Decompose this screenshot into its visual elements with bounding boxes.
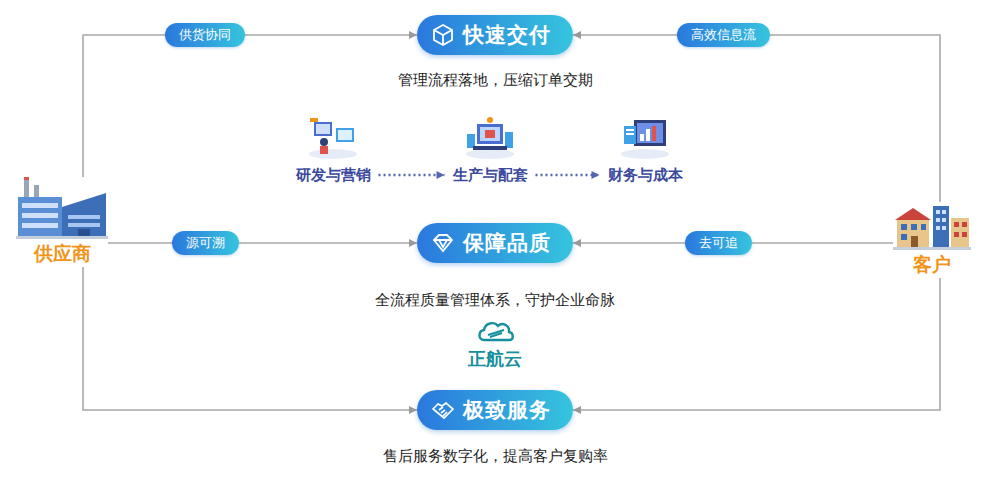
caption-text: 全流程质量管理体系，守护企业命脉 [375, 291, 615, 310]
connector [573, 35, 940, 202]
node-icon [16, 177, 108, 239]
node-icon [618, 116, 672, 160]
node-icon [431, 231, 455, 255]
supplier-node: 供应商 [16, 177, 108, 267]
connector [83, 267, 417, 410]
node-text: 快速交付 [463, 21, 551, 49]
node-icon [893, 202, 971, 250]
edge-label-pill: 去可追 [685, 231, 752, 255]
node-text: 财务与成本 [608, 166, 683, 185]
node-text: 研发与营销 [296, 166, 371, 185]
main-pill: 快速交付 [417, 15, 573, 55]
node-text: 保障品质 [463, 229, 551, 257]
node-icon [431, 23, 455, 47]
connector [573, 278, 940, 410]
stage-node: 生产与配套 [453, 116, 528, 185]
node-text: 生产与配套 [453, 166, 528, 185]
node-icon [306, 116, 360, 160]
node-text: 供应商 [34, 241, 91, 267]
customer-node: 客户 [893, 202, 971, 278]
flow-arrow [536, 174, 600, 177]
flow-arrow [379, 174, 445, 177]
node-icon [463, 116, 517, 160]
edge-label-pill: 源可溯 [172, 231, 239, 255]
edge-label-pill: 高效信息流 [677, 23, 770, 47]
stage-node: 研发与营销 [296, 116, 371, 185]
node-text: 极致服务 [463, 396, 551, 424]
brand-name: 正航云 [468, 347, 522, 371]
connector [108, 242, 417, 244]
node-text: 客户 [913, 252, 951, 278]
stage-node: 财务与成本 [608, 116, 683, 185]
caption-text: 售后服务数字化，提高客户复购率 [383, 447, 608, 466]
caption-text: 管理流程落地，压缩订单交期 [398, 71, 593, 90]
edge-label-pill: 供货协同 [165, 23, 245, 47]
main-pill: 保障品质 [417, 223, 573, 263]
node-icon [431, 398, 455, 422]
main-pill: 极致服务 [417, 390, 573, 430]
connector [83, 35, 417, 177]
